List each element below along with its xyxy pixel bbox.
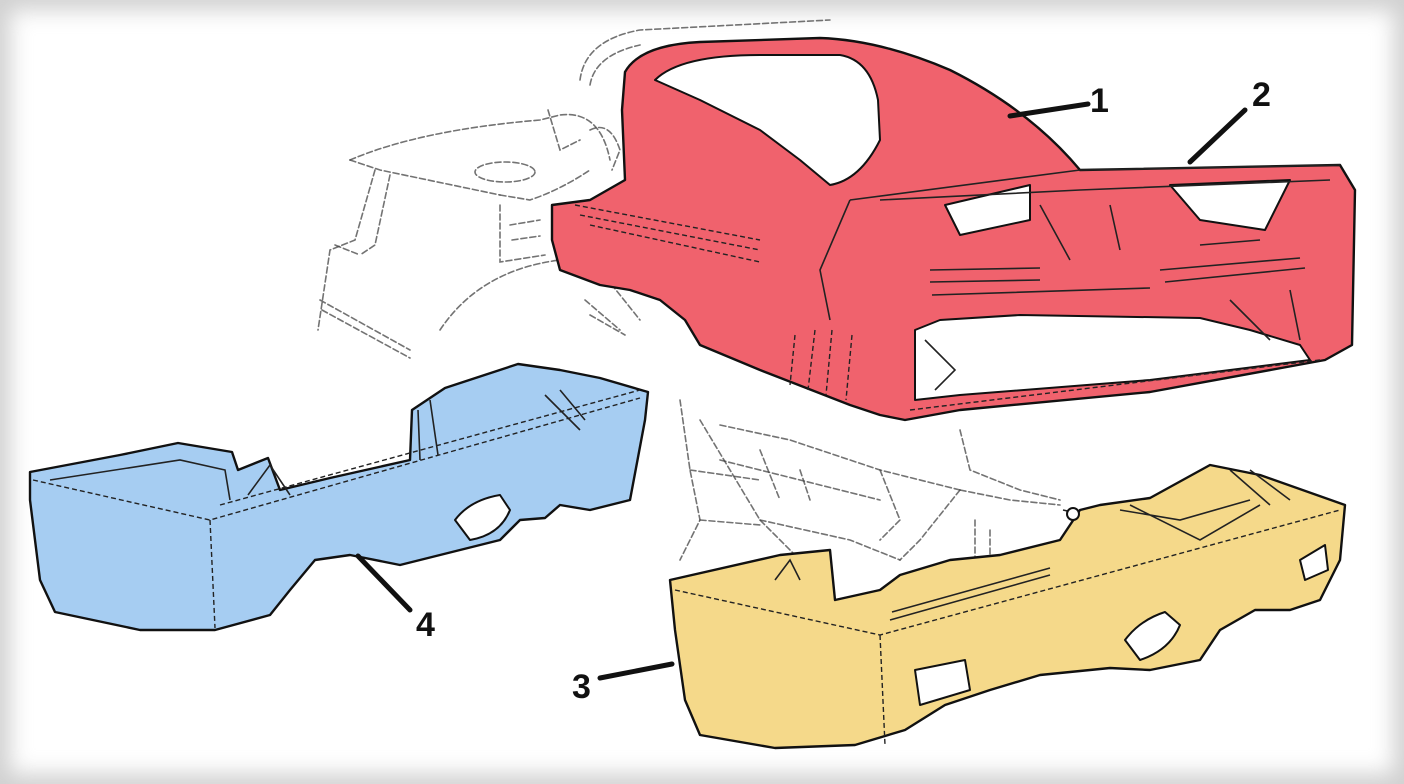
part-3-yellow-panel	[668, 463, 1347, 750]
callout-label-4: 4	[416, 606, 435, 644]
background-chassis-sketch	[317, 19, 1086, 581]
callout-label-3: 3	[572, 668, 591, 706]
leader-line-3	[597, 661, 675, 681]
part-4-blue-panel	[28, 362, 650, 632]
callout-label-2: 2	[1252, 76, 1271, 114]
part-1-2-red-body	[550, 36, 1357, 422]
callout-label-1: 1	[1090, 82, 1109, 120]
leader-line-4	[355, 553, 413, 613]
leader-line-2	[1187, 107, 1248, 165]
leader-line-1	[1007, 101, 1091, 119]
callout-leader-lines	[355, 101, 1248, 681]
